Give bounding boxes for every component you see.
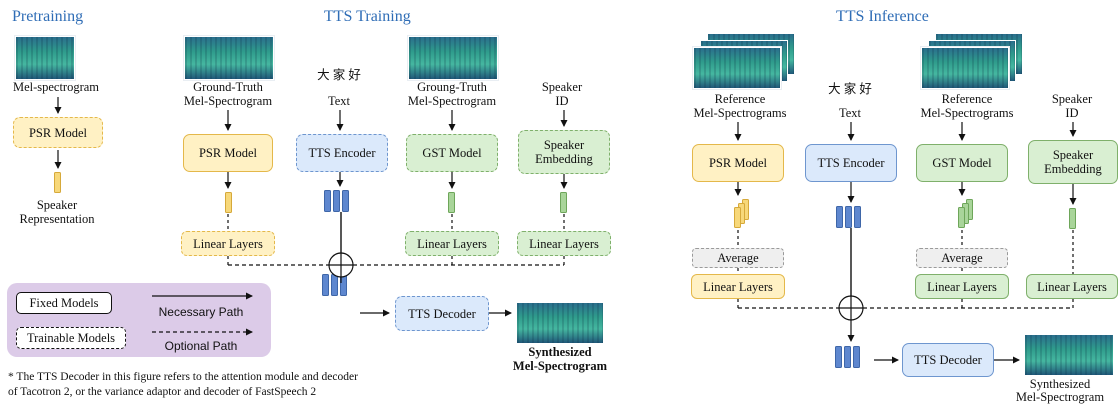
- footnote-line1: * The TTS Decoder in this figure refers …: [8, 371, 358, 383]
- pretrain-mel-label: Mel-spectrogram: [12, 80, 100, 94]
- pretrain-speaker-representation-vector: [54, 172, 61, 193]
- infer-speaker-embedding-vector: [1069, 208, 1076, 229]
- pretrain-speaker-rep-line1: Speaker: [36, 198, 78, 212]
- infer-gst-model: GST Model: [916, 144, 1008, 182]
- infer-tts-encoder: TTS Encoder: [805, 144, 897, 182]
- infer-speaker-embedding-line1: Speaker: [1052, 148, 1094, 162]
- train-psr-model: PSR Model: [183, 134, 273, 172]
- train-speaker-embedding-vector: [560, 192, 567, 213]
- train-combine-circle: [328, 252, 354, 278]
- train-psr-linear-layers: Linear Layers: [181, 231, 275, 256]
- infer-psr-linear-layers: Linear Layers: [691, 274, 785, 299]
- infer-psr-vector-front: [734, 207, 741, 228]
- train-synthesized-mel-image: [516, 302, 604, 344]
- infer-gst-vector-front: [958, 207, 965, 228]
- train-speaker-embedding-line2: Embedding: [535, 152, 593, 166]
- train-gst-mel-image: [408, 36, 498, 80]
- pretrain-mel-spectrogram-image: [15, 36, 75, 80]
- infer-speaker-embedding-line2: Embedding: [1044, 162, 1102, 176]
- train-encoder-output-cell: [342, 190, 349, 212]
- train-speaker-id-line1: Speaker: [541, 80, 583, 94]
- infer-combine-circle: [838, 295, 864, 321]
- pretrain-psr-model: PSR Model: [13, 117, 103, 148]
- infer-encoder-output-cell: [845, 206, 852, 228]
- train-encoder-output-cell: [324, 190, 331, 212]
- legend-optional-path-label: Optional Path: [164, 339, 238, 353]
- infer-gst-mel-line2: Mel-Spectrograms: [920, 106, 1014, 120]
- infer-decoder-input-cell: [835, 346, 842, 368]
- train-synth-line2: Mel-Spectrogram: [512, 359, 608, 373]
- section-title-training: TTS Training: [324, 8, 411, 25]
- infer-text-chars: 大 家 好: [828, 82, 872, 96]
- infer-synth-line1: Synthesized: [1029, 377, 1091, 391]
- train-psr-output-vector: [225, 192, 232, 213]
- train-encoder-output-cell: [333, 190, 340, 212]
- legend-necessary-path-label: Necessary Path: [158, 305, 244, 319]
- train-synth-line1: Synthesized: [528, 345, 592, 359]
- train-speaker-linear-layers: Linear Layers: [517, 231, 611, 256]
- infer-psr-model: PSR Model: [692, 144, 784, 182]
- train-gst-linear-layers: Linear Layers: [405, 231, 499, 256]
- train-gt-mel-line1: Ground-Truth: [193, 80, 263, 94]
- infer-synthesized-mel-image: [1024, 334, 1114, 376]
- infer-decoder-input-cell: [853, 346, 860, 368]
- train-gst-mel-line1: Groung-Truth: [417, 80, 487, 94]
- train-gst-model: GST Model: [406, 134, 498, 172]
- infer-tts-decoder: TTS Decoder: [902, 343, 994, 377]
- train-speaker-embedding-line1: Speaker: [543, 138, 585, 152]
- train-gt-mel-image: [184, 36, 274, 80]
- infer-psr-average: Average: [692, 248, 784, 268]
- infer-speaker-id-line2: ID: [1065, 106, 1079, 120]
- infer-ref-mel-image: [693, 47, 781, 89]
- infer-encoder-output-cell: [836, 206, 843, 228]
- infer-speaker-embedding: Speaker Embedding: [1028, 140, 1118, 184]
- infer-gst-mel-line1: Reference: [941, 92, 993, 106]
- train-text-chars: 大 家 好: [317, 68, 361, 82]
- infer-speaker-linear-layers: Linear Layers: [1026, 274, 1118, 299]
- train-speaker-embedding: Speaker Embedding: [518, 130, 610, 174]
- infer-speaker-id-line1: Speaker: [1051, 92, 1093, 106]
- train-gst-output-vector: [448, 192, 455, 213]
- infer-encoder-output-cell: [854, 206, 861, 228]
- section-title-pretraining: Pretraining: [12, 8, 84, 25]
- train-gt-mel-line2: Mel-Spectrogram: [183, 94, 273, 108]
- footnote-line2: of Tacotron 2, or the variance adaptor a…: [8, 386, 317, 398]
- train-speaker-id-line2: ID: [555, 94, 569, 108]
- infer-decoder-input-cell: [844, 346, 851, 368]
- pretrain-speaker-rep-line2: Representation: [19, 212, 95, 226]
- infer-synth-line2: Mel-Spectrogram: [1015, 390, 1105, 404]
- infer-ref-mel-line1: Reference: [714, 92, 766, 106]
- infer-gst-linear-layers: Linear Layers: [915, 274, 1009, 299]
- train-gst-mel-line2: Mel-Spectrogram: [407, 94, 497, 108]
- infer-ref-mel-line2: Mel-Spectrograms: [693, 106, 787, 120]
- legend-trainable-models: Trainable Models: [16, 327, 126, 349]
- infer-gst-mel-image: [921, 47, 1009, 89]
- section-title-inference: TTS Inference: [836, 8, 929, 25]
- train-decoder-input-cell: [322, 274, 329, 296]
- infer-text-label: Text: [838, 106, 862, 120]
- infer-gst-average: Average: [916, 248, 1008, 268]
- train-tts-encoder: TTS Encoder: [296, 134, 388, 172]
- legend-fixed-models: Fixed Models: [16, 292, 112, 314]
- train-tts-decoder: TTS Decoder: [395, 296, 489, 331]
- train-text-label: Text: [327, 94, 351, 108]
